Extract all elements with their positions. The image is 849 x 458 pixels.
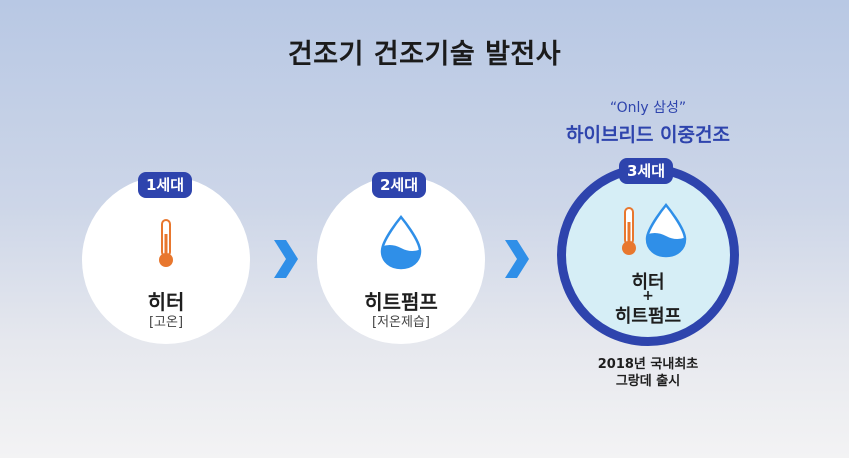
generation-1-badge: 1세대: [138, 172, 193, 198]
release-note-line2: 그랑데 출시: [615, 374, 681, 389]
generation-1-detail: [고온]: [148, 315, 184, 330]
generation-3-name-line1: 히터: [631, 272, 665, 293]
thermometer-icon: [159, 219, 173, 267]
generation-3-name-line2: 히트펌프: [614, 306, 682, 327]
water-drop-icon: [380, 215, 422, 270]
generation-3-badge: 3세대: [619, 158, 674, 184]
chevron-right-icon: [274, 240, 298, 278]
release-note-line1: 2018년 국내최초: [597, 357, 699, 372]
generation-3-circle: [557, 164, 739, 346]
chevron-right-icon: [505, 240, 529, 278]
generation-2-name: 히트펌프: [364, 290, 438, 314]
generation-3-plus: +: [642, 288, 654, 304]
generation-2-badge: 2세대: [372, 172, 427, 198]
headline: 하이브리드 이중건조: [566, 124, 730, 146]
tagline: “Only 삼성”: [609, 100, 687, 116]
page-title: 건조기 건조기술 발전사: [287, 39, 562, 70]
water-drop-icon: [645, 203, 687, 258]
generation-1-name: 히터: [147, 290, 185, 314]
thermometer-icon: [622, 207, 636, 255]
generation-2-detail: [저온제습]: [372, 315, 430, 330]
